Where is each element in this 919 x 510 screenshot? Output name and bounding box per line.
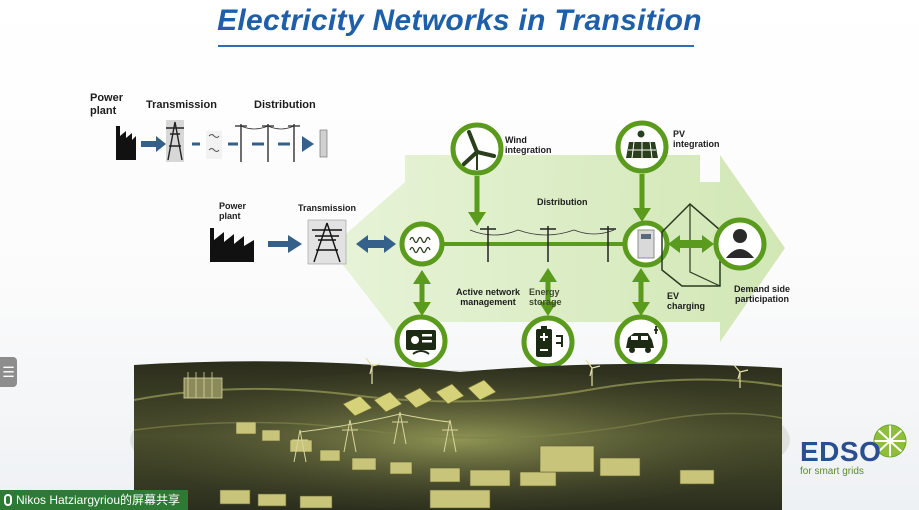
top-distribution-label: Distribution (254, 99, 316, 111)
active-network-vertical-arrow-icon (413, 270, 431, 316)
demand-bidirectional-arrow-icon (668, 235, 714, 253)
side-panel-toggle[interactable]: ☰ (0, 357, 17, 387)
top-power-plant-label: Power plant (90, 92, 124, 117)
screen-share-label: Nikos Hatziargyriou的屏幕共享 (16, 493, 181, 507)
pv-panel-node (615, 120, 669, 174)
microphone-icon (4, 494, 12, 506)
edso-logo-tagline: for smart grids (800, 466, 864, 477)
screen-share-indicator[interactable]: Nikos Hatziargyriou的屏幕共享 (0, 490, 189, 510)
bidirectional-arrow-icon (356, 235, 396, 253)
main-transmission-tower-icon (307, 219, 347, 265)
pv-integration-label: PV integration (673, 129, 720, 150)
smart-grid-landscape-illustration (130, 357, 790, 510)
edso-logo-mark-icon (873, 424, 907, 458)
top-arrow-1-icon (141, 136, 166, 152)
substation-node (399, 221, 445, 267)
demand-side-label: Demand side participation (733, 284, 791, 305)
slide-title: Electricity Networks in Transition (217, 4, 702, 37)
active-network-node (394, 314, 448, 368)
pv-down-arrow-icon (633, 174, 651, 222)
top-transmission-label: Transmission (146, 99, 217, 111)
distribution-label: Distribution (537, 197, 588, 207)
energy-storage-node (521, 315, 575, 369)
storage-vertical-arrow-icon (539, 268, 557, 316)
energy-storage-label: Energy storage (529, 287, 562, 308)
ev-vertical-arrow-icon (632, 268, 650, 316)
active-network-label: Active network management (455, 287, 521, 308)
top-transformer-icon (206, 131, 222, 159)
top-distribution-line-icon (192, 124, 328, 162)
title-underline (218, 45, 694, 47)
distribution-bus (440, 226, 632, 262)
ev-charging-label: EV charging (667, 291, 706, 312)
top-power-plant-icon (116, 126, 136, 160)
main-arrow-1-icon (268, 235, 302, 253)
edso-logo-name: EDSO (800, 436, 882, 467)
main-power-plant-label: Power plant (219, 201, 247, 222)
edso-logo: EDSO for smart grids (800, 436, 881, 477)
ev-charging-node (614, 314, 668, 368)
background-arrow (330, 155, 785, 345)
main-transmission-label: Transmission (298, 203, 357, 213)
wind-turbine-node (450, 122, 504, 176)
main-power-plant-icon (210, 228, 254, 262)
house-outline-icon (661, 202, 721, 287)
wind-down-arrow-icon (468, 176, 486, 226)
smart-meter-node (622, 220, 670, 268)
demand-side-node (713, 217, 767, 271)
wind-integration-label: Wind integration (505, 135, 552, 156)
top-transmission-tower-icon (166, 120, 184, 162)
